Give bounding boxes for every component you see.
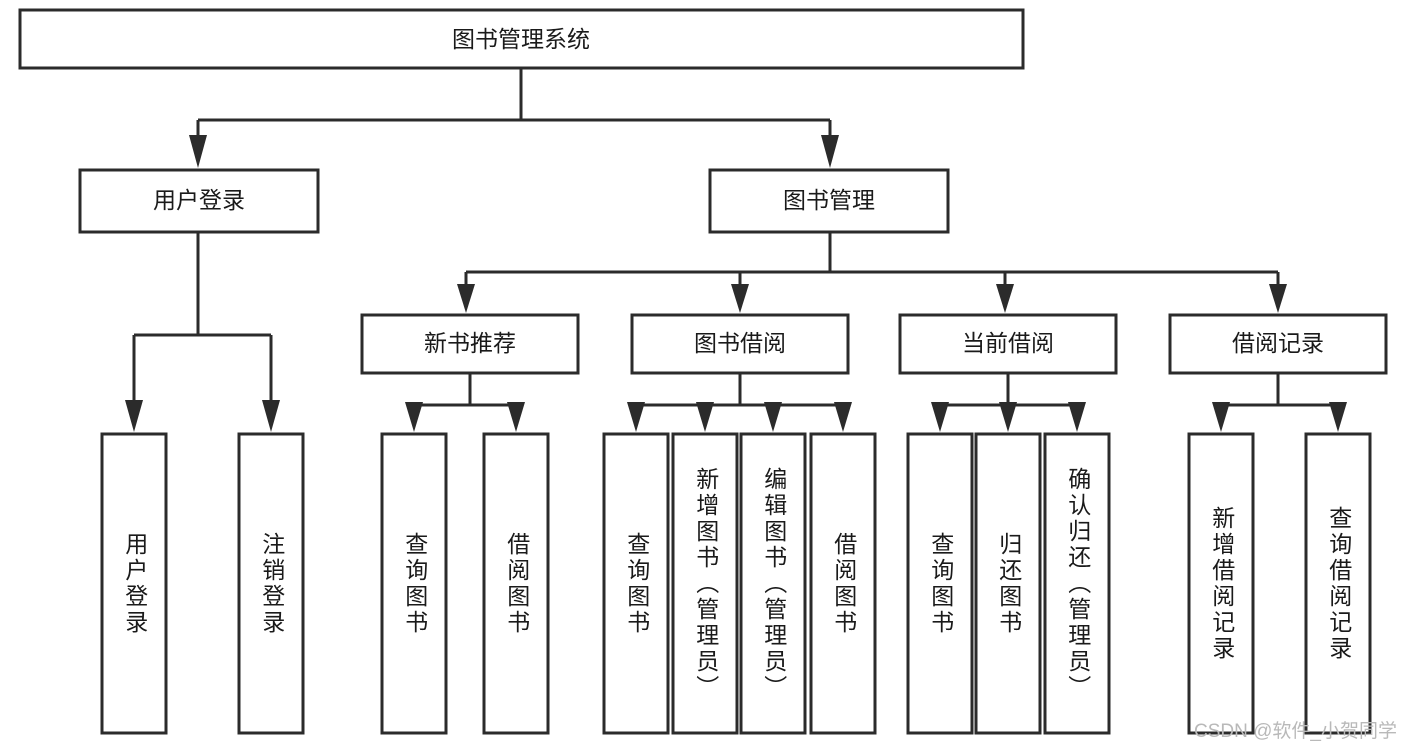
node-book-borrow[interactable]: 图书借阅 (630, 313, 850, 375)
leaf-box-borrow-book-1[interactable] (482, 432, 550, 735)
arrowhead-confirm-return (1068, 402, 1086, 432)
arrowhead-book-manage (821, 135, 839, 168)
arrowhead-edit-book (764, 402, 782, 432)
arrowhead-new-book-rec (457, 284, 475, 313)
leaf-box-confirm-return[interactable] (1043, 432, 1111, 735)
node-borrow-record-box[interactable] (1168, 313, 1388, 375)
arrowhead-borrow-book-2 (834, 402, 852, 432)
node-new-book-rec-label: 新书推荐 (424, 330, 516, 356)
arrowhead-query-book-2 (627, 402, 645, 432)
node-new-book-rec-box[interactable] (360, 313, 580, 375)
leaf-box-edit-book[interactable] (739, 432, 807, 735)
arrowhead-borrow-book-1 (507, 402, 525, 432)
arrowhead-user-login-leaf (125, 400, 143, 432)
leaf-box-logout-leaf[interactable] (237, 432, 305, 735)
connector-group-book-borrow (627, 373, 852, 432)
connector-group-current-borrow (931, 373, 1086, 432)
node-user-login-box[interactable] (78, 168, 320, 234)
arrowhead-current-borrow (996, 284, 1014, 313)
leaf-box-query-book-2[interactable] (602, 432, 670, 735)
node-user-login[interactable]: 用户登录 (78, 168, 320, 234)
node-book-manage-label: 图书管理 (783, 187, 875, 213)
leaf-box-add-record[interactable] (1187, 432, 1255, 735)
connector-group-borrow-record (1212, 373, 1347, 432)
arrowhead-user-login (189, 135, 207, 168)
watermark-text: CSDN @软件_小贺同学 (1194, 721, 1397, 742)
leaf-box-user-login-leaf[interactable] (100, 432, 168, 735)
connector-group-book-manage (457, 232, 1287, 313)
arrowhead-query-record (1329, 402, 1347, 432)
arrowhead-add-record (1212, 402, 1230, 432)
connector-group-root (189, 68, 839, 168)
node-book-manage-box[interactable] (708, 168, 950, 234)
leaf-box-add-book[interactable] (671, 432, 739, 735)
node-new-book-rec[interactable]: 新书推荐 (360, 313, 580, 375)
arrowhead-add-book (696, 402, 714, 432)
arrowhead-logout-leaf (262, 400, 280, 432)
node-book-borrow-label: 图书借阅 (694, 330, 786, 356)
node-current-borrow[interactable]: 当前借阅 (898, 313, 1118, 375)
arrowhead-query-book-1 (405, 402, 423, 432)
node-borrow-record-label: 借阅记录 (1232, 330, 1324, 356)
connector-group-new-book-rec (405, 373, 525, 432)
leaf-box-borrow-book-2[interactable] (809, 432, 877, 735)
leaf-box-query-record[interactable] (1304, 432, 1372, 735)
node-book-borrow-box[interactable] (630, 313, 850, 375)
connector-group-user-login (125, 232, 280, 432)
arrowhead-return-book (999, 402, 1017, 432)
node-book-manage[interactable]: 图书管理 (708, 168, 950, 234)
leaf-box-query-book-3[interactable] (906, 432, 974, 735)
node-user-login-label: 用户登录 (153, 187, 245, 213)
arrowhead-book-borrow (731, 284, 749, 313)
node-current-borrow-label: 当前借阅 (962, 330, 1054, 356)
arrowhead-borrow-record (1269, 284, 1287, 313)
arrowhead-query-book-3 (931, 402, 949, 432)
leaf-box-query-book-1[interactable] (380, 432, 448, 735)
node-root[interactable]: 图书管理系统 (18, 8, 1025, 70)
node-root-label: 图书管理系统 (452, 26, 590, 52)
node-borrow-record[interactable]: 借阅记录 (1168, 313, 1388, 375)
node-current-borrow-box[interactable] (898, 313, 1118, 375)
node-root-box[interactable] (18, 8, 1025, 70)
leaf-box-return-book[interactable] (974, 432, 1042, 735)
